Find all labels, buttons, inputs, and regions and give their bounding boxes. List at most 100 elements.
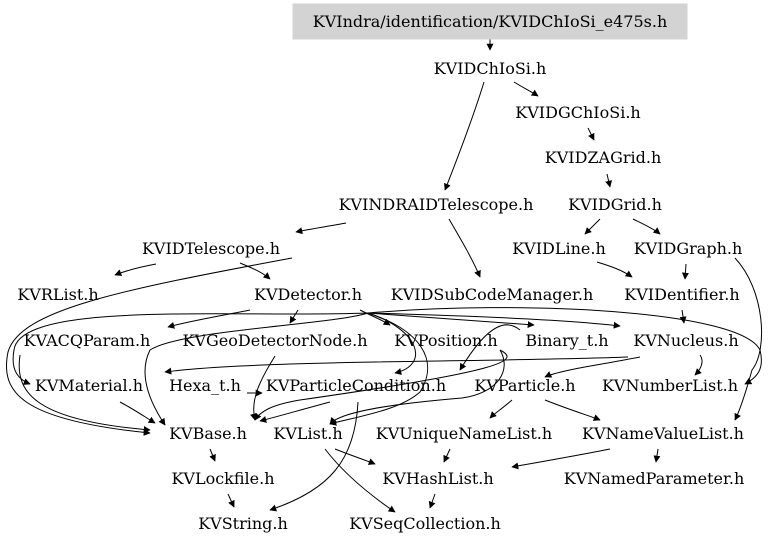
node-kvacqparam-label: KVACQParam.h [24,331,151,350]
node-kvnamevaluelist[interactable]: KVNameValueList.h [582,424,744,443]
edge-n24-n28 [334,448,376,465]
node-kvidgchiosi-label: KVIDGChIoSi.h [515,103,640,122]
root-node-box [292,3,688,40]
edge-n20-n30 [269,401,359,512]
edge-n26-n28 [511,448,611,470]
node-kvbase[interactable]: KVBase.h [169,424,247,443]
node-kvnamevaluelist-label: KVNameValueList.h [582,424,744,443]
node-kvparticle[interactable]: KVParticle.h [474,376,575,395]
edge-n10-n24 [329,312,429,426]
node-kvidgrid[interactable]: KVIDGrid.h [568,195,662,214]
node-kvposition[interactable]: KVPosition.h [394,331,497,350]
node-kvnucleus-label: KVNucleus.h [633,331,738,350]
edge-n1-n2 [513,81,539,97]
edge-n17-n21 [544,356,641,378]
edge-n10-n16 [367,312,535,329]
node-kvdetector-label: KVDetector.h [254,285,362,304]
node-kvidentifier[interactable]: KVIDentifier.h [624,285,739,304]
edge-n10-n17 [367,312,621,329]
edge-n16-n20 [459,324,521,371]
node-kvgeodetectornode[interactable]: KVGeoDetectorNode.h [183,331,368,350]
edge-n2-n3 [587,127,595,141]
edge-n18-n23 [119,401,156,424]
edge-n1-n4 [444,81,485,191]
node-kvlockfile[interactable]: KVLockfile.h [171,469,274,488]
edges [5,39,763,513]
node-kvlist[interactable]: KVList.h [273,424,342,443]
edge-n17-n18 [164,356,629,375]
edge-n5-n8 [632,218,661,235]
edge-n3-n5 [605,173,612,188]
node-kvindraidtelescope-label: KVINDRAIDTelescope.h [339,195,534,214]
node-kvacqparam[interactable]: KVACQParam.h [24,331,151,350]
node-kvparticlecondition[interactable]: KVParticleCondition.h [266,376,446,395]
node-kvparticle-label: KVParticle.h [474,376,575,395]
node-kvmaterial[interactable]: KVMaterial.h [35,376,143,395]
node-kvdetector[interactable]: KVDetector.h [254,285,362,304]
node-kvidgraph[interactable]: KVIDGraph.h [634,239,743,258]
edge-n26-n29 [653,448,661,463]
edge-n25-n28 [443,448,451,463]
node-kvlist-label: KVList.h [273,424,342,443]
node-binary-t[interactable]: Binary_t.h [525,331,608,350]
node-kvidzagrid-label: KVIDZAGrid.h [545,148,662,167]
node-kvposition-label: KVPosition.h [394,331,497,350]
node-kvidgrid-label: KVIDGrid.h [568,195,662,214]
node-kvlockfile-label: KVLockfile.h [171,469,274,488]
edge-n4-n11 [448,218,481,278]
node-kvnamedparameter-label: KVNamedParameter.h [564,469,745,488]
edge-n15-n23 [254,349,508,421]
node-kvidgraph-label: KVIDGraph.h [634,239,743,258]
node-kvnucleus[interactable]: KVNucleus.h [633,331,738,350]
edge-n4-n6 [295,222,347,235]
node-kvidtelescope-label: KVIDTelescope.h [142,239,280,258]
edge-n10-n13 [167,309,251,329]
node-kvseqcollection-label: KVSeqCollection.h [349,514,501,533]
node-kvnamedparameter[interactable]: KVNamedParameter.h [564,469,745,488]
edge-n27-n30 [227,493,235,508]
node-kvhashlist[interactable]: KVHashList.h [382,469,493,488]
node-kvidchiosi[interactable]: KVIDChIoSi.h [434,59,547,78]
edge-n6-n9 [114,263,157,276]
node-kvseqcollection[interactable]: KVSeqCollection.h [349,514,501,533]
node-kvstring-label: KVString.h [198,514,288,533]
edge-n21-n25 [489,399,513,419]
node-kvidtelescope[interactable]: KVIDTelescope.h [142,239,280,258]
node-kvidsubcodemanager[interactable]: KVIDSubCodeManager.h [391,285,594,304]
node-kvnumberlist-label: KVNumberList.h [602,376,738,395]
edge-n24-n31 [324,448,396,513]
node-kvidzagrid[interactable]: KVIDZAGrid.h [545,148,662,167]
node-kvrlist[interactable]: KVRList.h [17,285,98,304]
node-kvnumberlist[interactable]: KVNumberList.h [602,376,738,395]
node-kvbase-label: KVBase.h [169,424,247,443]
node-kvidchiosi-label: KVIDChIoSi.h [434,59,547,78]
edge-n8-n12 [681,263,689,280]
node-kvstring[interactable]: KVString.h [198,514,288,533]
node-binary-t-label: Binary_t.h [525,331,608,350]
edge-n14-n23 [250,355,276,421]
node-kvuniquenamelist[interactable]: KVUniqueNameList.h [376,424,552,443]
node-kvparticlecondition-label: KVParticleCondition.h [266,376,446,395]
root-node-label: KVIndra/identification/KVIDChIoSi_e475s.… [313,12,668,31]
edge-n8-n26 [734,257,763,421]
edge-n10-n15 [359,309,391,326]
root-node[interactable]: KVIndra/identification/KVIDChIoSi_e475s.… [292,3,688,40]
edge-n20-n23 [259,401,331,423]
edge-n10-n22 [367,307,762,385]
node-hexa-t[interactable]: Hexa_t.h [169,376,241,395]
edge-n5-n7 [584,218,601,235]
edge-n21-n26 [544,399,601,421]
edge-n7-n12 [596,261,633,278]
edge-n13-n23 [18,354,151,433]
node-kvmaterial-label: KVMaterial.h [35,376,143,395]
node-kvidline[interactable]: KVIDLine.h [512,239,606,258]
node-kvgeodetectornode-label: KVGeoDetectorNode.h [183,331,368,350]
edge-n17-n22 [694,354,703,376]
edge-n28-n31 [428,493,436,509]
node-kvidgchiosi[interactable]: KVIDGChIoSi.h [515,103,640,122]
edge-n6-n23 [5,257,293,436]
edge-n6-n10 [239,262,271,280]
edge-n10-n23 [144,312,369,426]
node-kvindraidtelescope[interactable]: KVINDRAIDTelescope.h [339,195,534,214]
